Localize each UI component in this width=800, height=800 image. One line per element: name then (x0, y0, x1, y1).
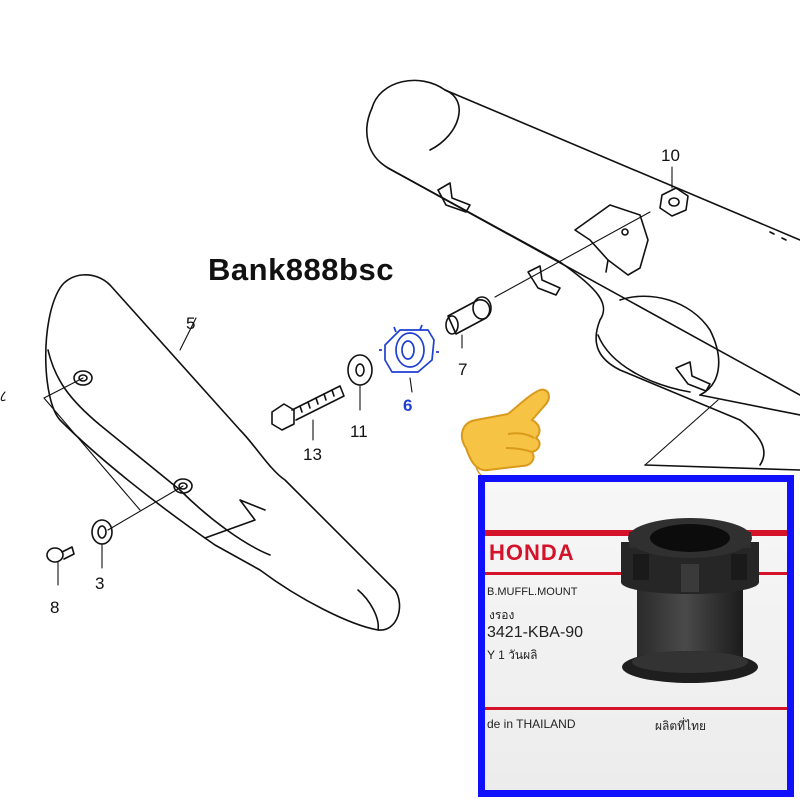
made-in-text: de in THAILAND (487, 717, 576, 731)
callout-3: 3 (95, 574, 105, 593)
watermark-text: Bank888bsc (208, 252, 394, 287)
part-number: 3421-KBA-90 (487, 624, 584, 641)
quantity-line: Y 1 วันผลิ (487, 648, 538, 662)
honda-brand-text: HONDA (489, 540, 575, 565)
part-13-bolt (271, 385, 345, 431)
part-6-rubber-mount (379, 324, 439, 373)
part-3-grommet (91, 519, 113, 545)
callout-11: 11 (350, 422, 368, 441)
heat-shield (44, 274, 401, 631)
leader-lines (0, 166, 719, 586)
part-8-screw (46, 546, 75, 563)
label-bottom-stripe (485, 707, 787, 710)
callout-6: 6 (403, 396, 413, 415)
callout-13: 13 (303, 445, 322, 464)
product-photo: HONDA B.MUFFL.MOUNT งรอง 3421-KBA-90 Y 1… (478, 475, 794, 797)
part-7-collar (445, 296, 492, 335)
callout-10: 10 (661, 146, 680, 165)
muffler-body (366, 79, 800, 471)
callout-8: 8 (50, 598, 60, 617)
part-10-nut (659, 187, 689, 217)
callout-7: 7 (458, 360, 468, 379)
part-11-washer (347, 354, 373, 386)
rubber-mount-photo (621, 518, 759, 683)
callout-5: 5 (186, 314, 196, 333)
part-name-thai: งรอง (489, 608, 515, 622)
pointing-hand-icon (460, 388, 550, 482)
part-description: B.MUFFL.MOUNT (487, 586, 578, 598)
made-in-thai-text: ผลิตที่ไทย (655, 719, 707, 733)
